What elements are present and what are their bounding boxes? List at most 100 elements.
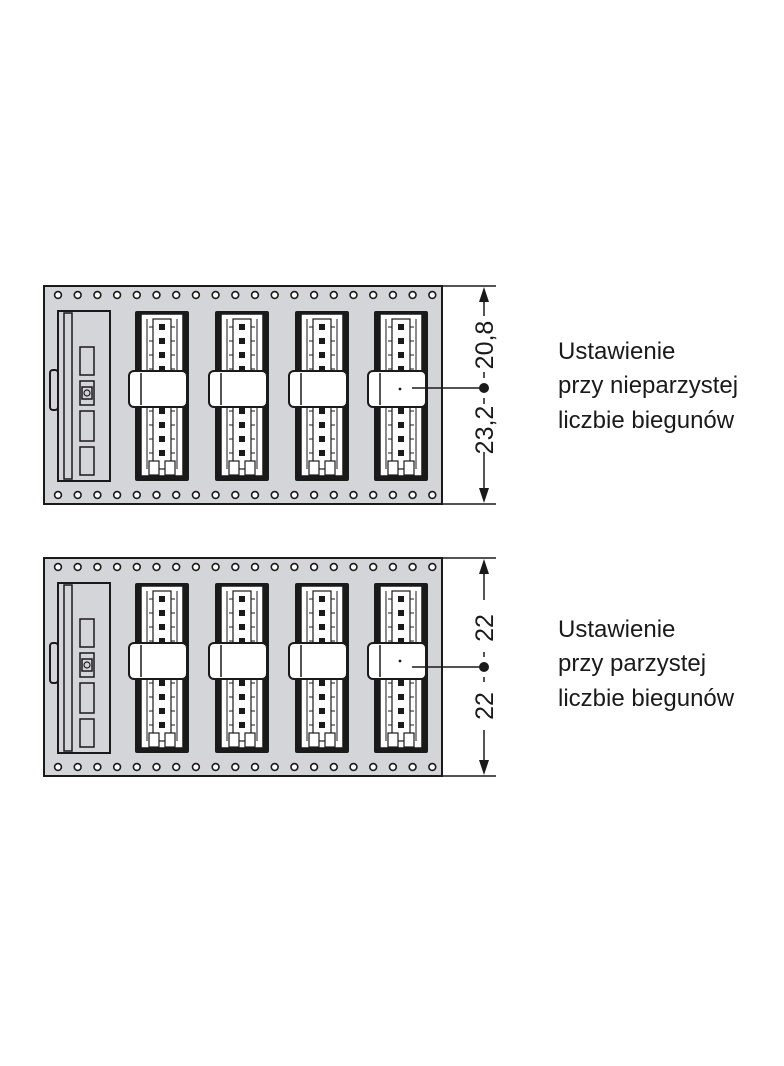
rail-hole — [172, 490, 181, 500]
dimension-lines: 20,8 23,2 — [412, 285, 499, 505]
rail-hole — [53, 562, 63, 572]
pin — [159, 596, 165, 602]
rail-hole — [388, 490, 398, 500]
rail-hole — [172, 762, 181, 772]
rail-hole — [290, 490, 299, 500]
rail-hole — [93, 562, 102, 572]
pin — [239, 366, 245, 372]
pin — [239, 694, 245, 700]
rail-hole — [53, 290, 63, 300]
rail-holes-bottom — [53, 762, 437, 772]
connector-block — [208, 311, 269, 481]
pin — [398, 366, 404, 372]
pin — [239, 422, 245, 428]
dimension-lower: 22 — [471, 692, 499, 720]
rail-hole — [211, 762, 220, 772]
pin — [159, 694, 165, 700]
rail-hole — [191, 490, 201, 500]
rail-hole — [428, 562, 437, 572]
rail-hole — [132, 562, 142, 572]
caption-line-3: liczbie biegunów — [558, 407, 735, 434]
pin — [319, 708, 325, 714]
pin — [239, 624, 245, 630]
pin — [239, 638, 245, 644]
rail-hole — [270, 490, 279, 500]
rail-hole — [349, 290, 358, 300]
rail-hole — [369, 290, 378, 300]
pin — [319, 722, 325, 728]
rail-hole — [53, 490, 63, 500]
pin — [319, 338, 325, 344]
rail-hole — [112, 490, 122, 500]
connector-block — [128, 311, 189, 481]
pin — [159, 338, 165, 344]
rail-hole — [329, 490, 338, 500]
rail-hole — [290, 290, 299, 300]
rail-hole — [73, 562, 82, 572]
release-lever — [128, 370, 188, 408]
pin — [398, 324, 404, 330]
release-lever — [208, 370, 268, 408]
panel-even-pole-arrangement: 22 22 Ustawienie przy parzystej liczbie … — [43, 557, 735, 777]
pin — [319, 366, 325, 372]
rail-hole — [369, 490, 378, 500]
caption: Ustawienie przy nieparzystej liczbie bie… — [558, 338, 738, 434]
caption-line-2: przy nieparzystej — [558, 372, 738, 399]
rail-hole — [408, 762, 417, 772]
pin — [319, 436, 325, 442]
rail-hole — [408, 290, 417, 300]
rail-hole — [112, 290, 122, 300]
rail-hole — [191, 562, 201, 572]
pin — [398, 596, 404, 602]
rail-hole — [231, 290, 240, 300]
rail-hole — [211, 490, 220, 500]
connector-block — [128, 583, 189, 753]
rail-hole — [270, 762, 279, 772]
pin — [398, 352, 404, 358]
connector-block — [367, 583, 428, 753]
pin — [319, 450, 325, 456]
rail-holes-top — [53, 562, 437, 572]
pin — [398, 624, 404, 630]
pin — [239, 436, 245, 442]
rail-hole — [172, 290, 181, 300]
panel-odd-pole-arrangement: 20,8 23,2 Ustawienie przy nieparzystej l… — [43, 285, 738, 505]
rail-hole — [309, 490, 319, 500]
pin — [398, 408, 404, 414]
rail-hole — [369, 562, 378, 572]
rail-hole — [211, 290, 220, 300]
connector-block — [208, 583, 269, 753]
rail-hole — [290, 762, 299, 772]
pin — [159, 436, 165, 442]
dimension-lower: 23,2 — [471, 406, 499, 455]
rail-hole — [152, 490, 161, 500]
pin — [159, 366, 165, 372]
dimension-upper: 22 — [471, 614, 499, 642]
caption-line-1: Ustawienie — [558, 338, 675, 365]
rail-hole — [73, 762, 82, 772]
pin — [398, 450, 404, 456]
end-stop — [49, 310, 111, 482]
release-lever — [208, 642, 268, 680]
rail-hole — [309, 290, 319, 300]
pin — [159, 610, 165, 616]
pin — [239, 324, 245, 330]
rail-hole — [388, 762, 398, 772]
pin — [398, 680, 404, 686]
pin — [159, 324, 165, 330]
pin — [239, 722, 245, 728]
rail-hole — [172, 562, 181, 572]
rail-hole — [191, 762, 201, 772]
pin — [319, 624, 325, 630]
pin — [398, 338, 404, 344]
pin — [239, 338, 245, 344]
pin — [159, 624, 165, 630]
rail-hole — [388, 290, 398, 300]
rail-hole — [250, 490, 260, 500]
pin — [398, 708, 404, 714]
rail-hole — [132, 762, 142, 772]
pin — [319, 596, 325, 602]
rail-hole — [191, 290, 201, 300]
pin — [398, 422, 404, 428]
rail-hole — [349, 490, 358, 500]
